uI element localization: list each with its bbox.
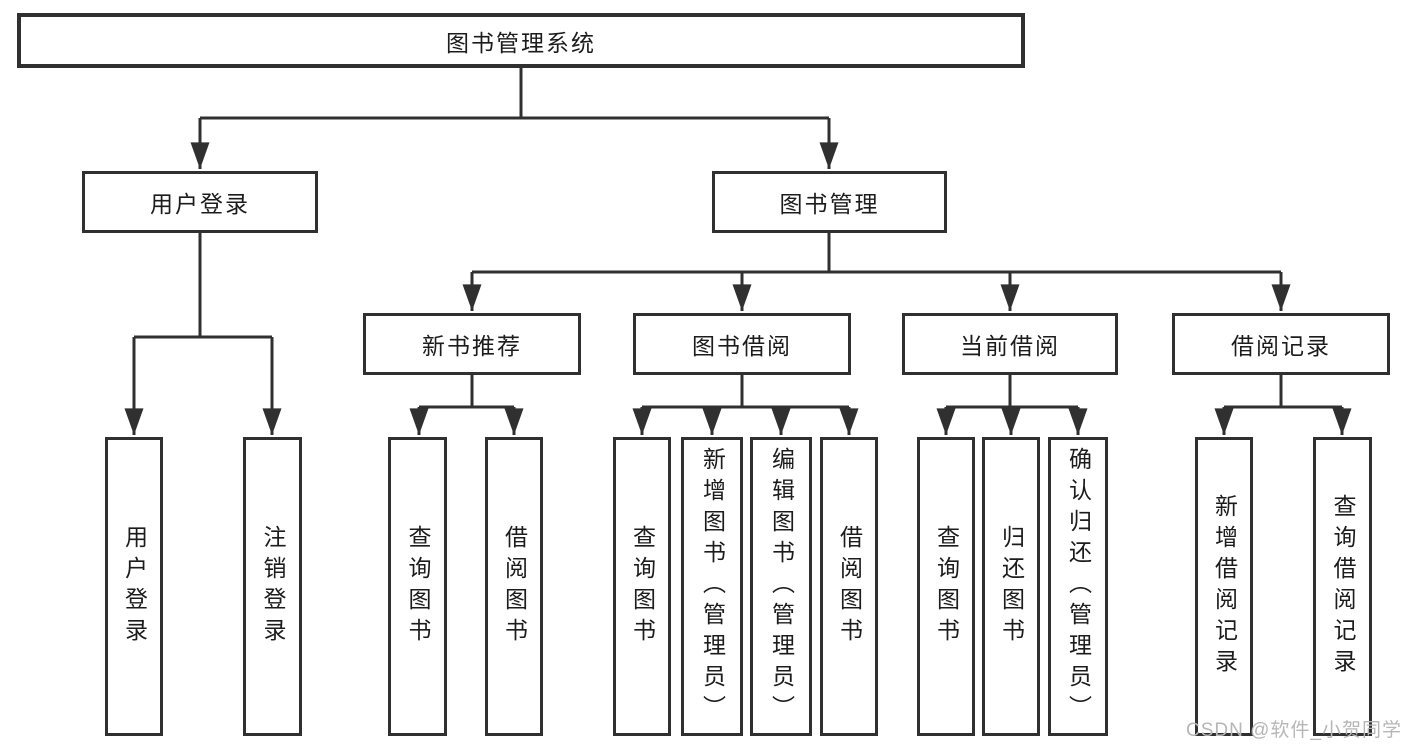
node-book-borrow: 图书借阅 — [633, 313, 851, 375]
csdn-watermark: CSDN @软件_小贺同学 — [1186, 720, 1402, 741]
leaf-add-book-admin-label: 新增图书（管理员） — [699, 447, 726, 726]
node-book-management: 图书管理 — [712, 171, 947, 233]
leaf-query-books-current: 查询图书 — [917, 437, 975, 736]
leaf-edit-book-admin: 编辑图书（管理员） — [750, 437, 812, 736]
leaf-borrow-books: 借阅图书 — [820, 437, 878, 736]
leaf-return-book-label: 归还图书 — [998, 524, 1025, 649]
node-new-book-recommend: 新书推荐 — [363, 313, 581, 375]
connector-borrow-records-branch — [1214, 375, 1352, 435]
leaf-query-borrow-record-label: 查询借阅记录 — [1330, 493, 1356, 680]
node-book-borrow-label: 图书借阅 — [692, 333, 792, 359]
node-book-management-label: 图书管理 — [779, 191, 880, 217]
leaf-add-borrow-record-label: 新增借阅记录 — [1211, 493, 1238, 680]
connector-root-to-level2 — [190, 68, 839, 169]
node-user-login: 用户登录 — [82, 171, 318, 233]
leaf-add-book-admin: 新增图书（管理员） — [681, 437, 743, 736]
leaf-query-books-recommend: 查询图书 — [388, 437, 447, 736]
node-user-login-label: 用户登录 — [150, 191, 250, 217]
leaf-logout-label: 注销登录 — [260, 524, 286, 649]
node-current-borrow-label: 当前借阅 — [960, 333, 1060, 359]
connector-current-borrow-branch — [936, 375, 1088, 435]
leaf-query-borrow-record: 查询借阅记录 — [1313, 437, 1372, 736]
leaf-borrow-books-label: 借阅图书 — [836, 524, 863, 649]
leaf-query-books-borrow: 查询图书 — [613, 437, 671, 736]
leaf-return-book: 归还图书 — [982, 437, 1040, 736]
connector-book-borrow-branch — [632, 375, 859, 435]
leaf-borrow-books-recommend: 借阅图书 — [485, 437, 543, 736]
leaf-logout: 注销登录 — [243, 437, 302, 736]
leaf-add-borrow-record: 新增借阅记录 — [1195, 437, 1253, 736]
leaf-query-books-current-label: 查询图书 — [933, 524, 960, 649]
leaf-user-login-label: 用户登录 — [121, 524, 148, 649]
node-new-book-recommend-label: 新书推荐 — [422, 333, 522, 359]
leaf-user-login: 用户登录 — [105, 437, 163, 736]
leaf-query-books-borrow-label: 查询图书 — [629, 524, 656, 649]
leaf-query-books-recommend-label: 查询图书 — [405, 524, 431, 649]
leaf-confirm-return-admin: 确认归还（管理员） — [1048, 437, 1108, 736]
node-borrow-records: 借阅记录 — [1172, 313, 1390, 375]
node-borrow-records-label: 借阅记录 — [1231, 333, 1331, 359]
leaf-edit-book-admin-label: 编辑图书（管理员） — [768, 447, 795, 726]
connector-new-book-recommend-branch — [409, 375, 524, 435]
node-system-root: 图书管理系统 — [17, 13, 1025, 68]
connector-user-login-branch — [124, 233, 282, 435]
leaf-borrow-books-recommend-label: 借阅图书 — [501, 524, 528, 649]
node-current-borrow: 当前借阅 — [902, 313, 1118, 375]
connector-book-management-branch — [462, 233, 1291, 311]
node-system-root-label: 图书管理系统 — [446, 29, 596, 56]
leaf-confirm-return-admin-label: 确认归还（管理员） — [1065, 447, 1092, 726]
